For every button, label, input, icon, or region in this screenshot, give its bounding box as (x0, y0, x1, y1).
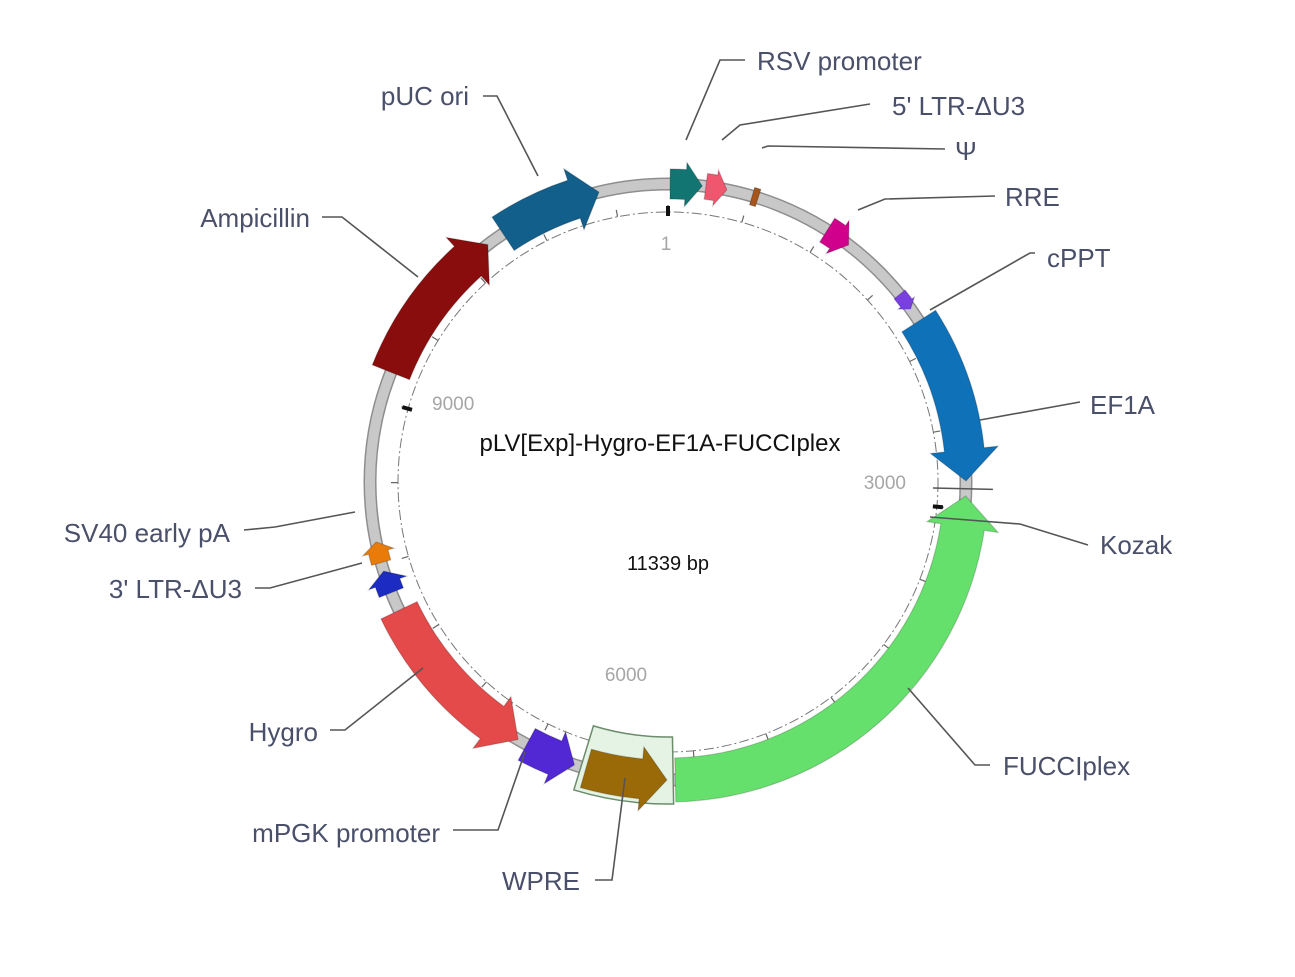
leader-ltr5 (721, 103, 871, 141)
feature-rre (818, 217, 850, 255)
leader-hygro (330, 667, 424, 731)
leader-rsv (685, 59, 745, 141)
leader-kozak (929, 516, 1089, 546)
feature-layer (360, 160, 1000, 813)
position-circle (397, 211, 939, 753)
minor-tick (432, 624, 440, 629)
minor-tick (615, 209, 619, 217)
minor-tick (544, 723, 549, 731)
minor-tick (481, 681, 487, 688)
minor-tick (830, 696, 836, 704)
feature-mpgk (517, 727, 576, 786)
minor-tick (867, 294, 874, 301)
label-sv40: SV40 early pA (64, 518, 231, 548)
label-puc-ori: pUC ori (381, 81, 469, 111)
label-ef1a: EF1A (1090, 390, 1156, 420)
major-tick (932, 504, 944, 510)
position-label-6000: 6000 (605, 665, 647, 686)
minor-tick (933, 430, 941, 433)
label-kozak: Kozak (1100, 530, 1173, 560)
plasmid-name: pLV[Exp]-Hygro-EF1A-FUCCIplex (480, 430, 841, 457)
label-5-ltr: 5' LTR-ΔU3 (892, 91, 1025, 121)
label-rsv-promoter: RSV promoter (757, 46, 922, 76)
leader-fucci (907, 687, 990, 766)
leader-amp (322, 216, 419, 278)
minor-tick (480, 277, 486, 284)
feature-kozak (932, 487, 993, 491)
feature-psi (748, 186, 762, 208)
feature-ef1a (901, 309, 1000, 482)
minor-tick (809, 246, 815, 253)
leader-ef1a (979, 401, 1081, 421)
feature-fucci (674, 495, 1000, 803)
minor-tick (909, 357, 917, 363)
feature-ltr3 (367, 570, 409, 599)
leader-rre (857, 195, 996, 211)
feature-wpre (579, 745, 668, 813)
label-fucciplex: FUCCIplex (1003, 751, 1130, 781)
label-rre: RRE (1005, 182, 1060, 212)
minor-tick (543, 234, 548, 241)
leader-sv40 (243, 511, 356, 531)
feature-puc (491, 167, 600, 252)
minor-tick (692, 750, 695, 758)
leader-psi (761, 145, 946, 150)
leader-mpgk (453, 751, 526, 831)
label-wpre: WPRE (502, 866, 580, 896)
position-label-1: 1 (661, 234, 672, 255)
feature-amp (371, 236, 490, 381)
minor-tick (741, 215, 745, 223)
major-tick (401, 405, 413, 412)
label-psi: Ψ (955, 136, 977, 166)
feature-cppt (893, 289, 916, 310)
minor-tick (401, 555, 409, 559)
leader-wpre (595, 777, 626, 881)
feature-sv40 (360, 541, 396, 567)
minor-tick (883, 643, 890, 650)
minor-tick (765, 733, 769, 741)
minor-tick (431, 336, 439, 341)
position-label-3000: 3000 (864, 473, 906, 494)
leader-ltr3 (255, 562, 363, 589)
label-ampicillin: Ampicillin (200, 203, 310, 233)
label-cppt: cPPT (1047, 243, 1111, 273)
feature-ltr5 (703, 167, 728, 208)
leader-layer (243, 59, 1089, 881)
leader-puc (483, 95, 539, 177)
label-mpgk: mPGK promoter (252, 818, 440, 848)
feature-rsv (669, 160, 704, 209)
label-3-ltr: 3' LTR-ΔU3 (109, 574, 242, 604)
feature-hygro (380, 600, 519, 750)
leader-cppt (929, 252, 1035, 311)
position-label-9000: 9000 (432, 394, 474, 415)
plasmid-size: 11339 bp (627, 553, 709, 575)
label-hygro: Hygro (249, 717, 318, 747)
minor-tick (919, 578, 927, 583)
